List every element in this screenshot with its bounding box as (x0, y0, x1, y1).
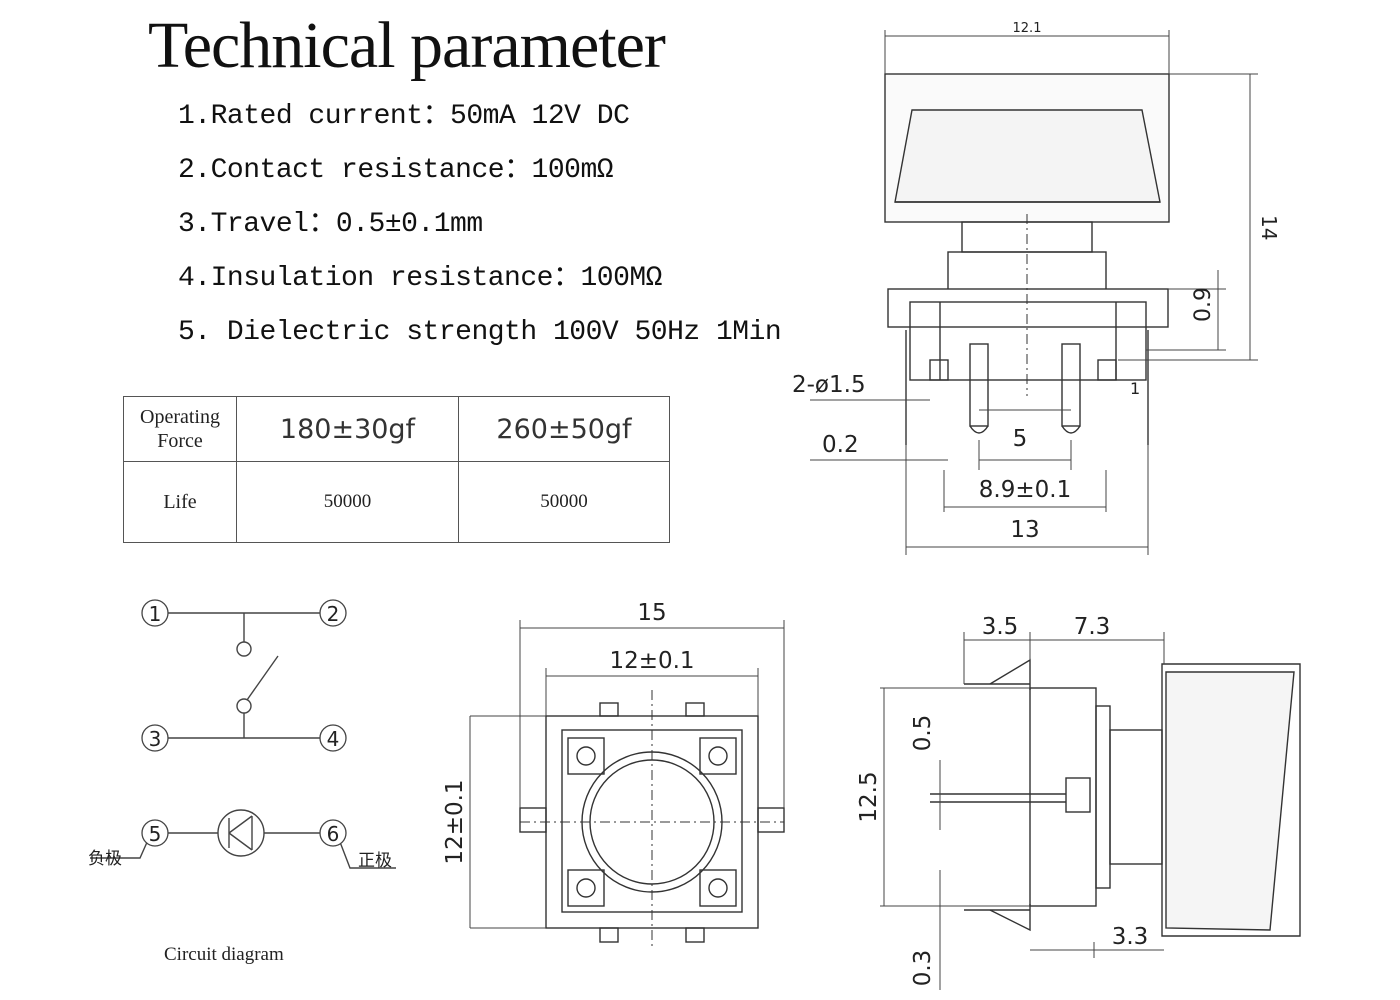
profile-view-dimension-labels: 3.5 7.3 12.5 0.5 0.3 3.3 (856, 614, 1148, 986)
pin-label-1: 1 (149, 602, 162, 626)
pin-label-5: 5 (149, 822, 162, 846)
spec-table: Operating Force 180±30gf 260±50gf Life 5… (123, 396, 670, 543)
circuit-caption: Circuit diagram (164, 944, 284, 965)
parameter-travel: 3.Travel：0.5±0.1mm (178, 209, 483, 240)
pin-circle-2 (319, 599, 347, 627)
life-value-b: 50000 (458, 461, 670, 543)
top-view (519, 690, 785, 950)
profile-view-dimensions (880, 632, 1165, 990)
dim-width-top: 12.1 (1013, 21, 1042, 36)
top-view-dimensions (469, 620, 785, 929)
dim-small: 1 (1130, 379, 1140, 398)
pin-circle-1 (141, 599, 169, 627)
pin-circle-4 (319, 724, 347, 752)
parameter-dielectric-strength: 5. Dielectric strength 100V 50Hz 1Min (178, 317, 782, 348)
parameter-contact-resistance: 2.Contact resistance：100mΩ (178, 155, 614, 186)
pin-label-3: 3 (149, 727, 162, 751)
dim-height: 14 (1257, 215, 1281, 240)
dim-d: 0.3 (910, 950, 936, 987)
pin-label-4: 4 (327, 727, 340, 751)
side-view (884, 73, 1170, 445)
top-view-dimension-labels: 15 12±0.1 12±0.1 (442, 600, 695, 865)
negative-pole-label: 负极 (88, 849, 122, 869)
circuit-diagram (90, 612, 396, 869)
pin-circle-3 (141, 724, 169, 752)
circuit-pins: 1 2 3 4 5 6 负极 正极 Circuit diagram (88, 599, 392, 965)
dim-vertical: 12±0.1 (442, 779, 468, 864)
parameter-rated-current: 1.Rated current：50mA 12V DC (178, 101, 630, 132)
parameter-list: 1.Rated current：50mA 12V DC 2.Contact re… (178, 90, 782, 360)
side-view-dimension-labels: 12.1 14 0.9 2-ø1.5 0.2 5 8.9±0.1 13 1 (792, 21, 1281, 543)
force-value-a: 180±30gf (236, 396, 459, 462)
dim-outer: 15 (637, 600, 666, 626)
side-view-dimensions (810, 30, 1258, 555)
dim-pin-span: 8.9±0.1 (979, 477, 1071, 503)
table-row: Operating Force 180±30gf 260±50gf (123, 396, 670, 462)
dim-height: 12.5 (856, 771, 882, 822)
dim-c: 0.5 (910, 715, 936, 752)
dim-offset: 0.9 (1191, 287, 1216, 322)
parameter-insulation-resistance: 4.Insulation resistance：100MΩ (178, 263, 662, 294)
dim-gap: 0.2 (822, 432, 859, 458)
operating-force-label: Operating Force (123, 396, 237, 462)
dim-e: 3.3 (1112, 924, 1149, 950)
pin-label-2: 2 (327, 602, 340, 626)
operating-force-label-line2: Force (157, 430, 203, 452)
force-value-b: 260±50gf (458, 396, 670, 462)
dim-pitch: 5 (1013, 426, 1028, 452)
dim-inner: 12±0.1 (609, 648, 694, 674)
dim-b: 7.3 (1074, 614, 1111, 640)
page-title: Technical parameter (148, 9, 666, 82)
pin-circle-6 (319, 819, 347, 847)
dim-a: 3.5 (982, 614, 1019, 640)
positive-pole-label: 正极 (358, 851, 392, 871)
pin-label-6: 6 (327, 822, 340, 846)
dim-holes: 2-ø1.5 (792, 372, 866, 398)
profile-view (930, 658, 1301, 937)
pin-circle-5 (141, 819, 169, 847)
dim-total-width: 13 (1010, 517, 1039, 543)
operating-force-label-line1: Operating (140, 406, 220, 428)
table-row: Life 50000 50000 (123, 461, 670, 543)
